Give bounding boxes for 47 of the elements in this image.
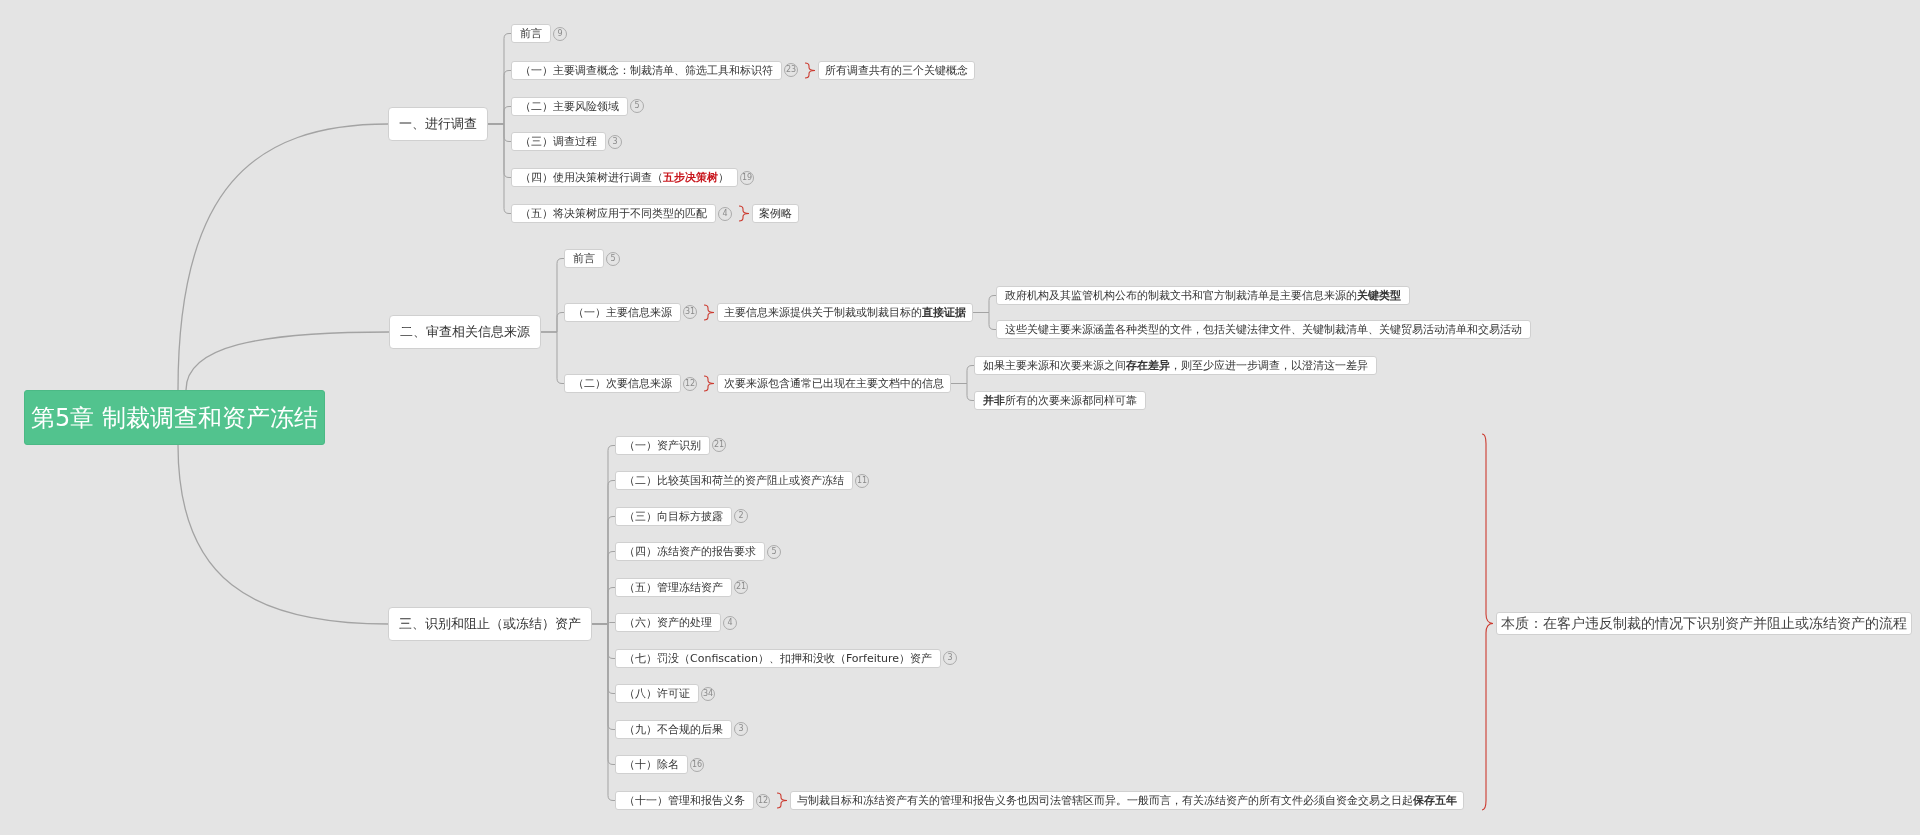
branch-line bbox=[185, 331, 390, 391]
summary-brace bbox=[703, 304, 715, 321]
topic-box: 一、进行调查 bbox=[388, 107, 488, 141]
connector-line bbox=[591, 623, 616, 801]
summary-brace bbox=[776, 792, 788, 809]
subtopic-box: （十）除名 bbox=[615, 755, 688, 774]
subtopic-box: （二）次要信息来源 bbox=[564, 374, 681, 393]
connector-line bbox=[540, 331, 565, 384]
connector-line bbox=[950, 383, 975, 401]
subtopic-box: （九）不合规的后果 bbox=[615, 719, 732, 739]
subtopic-box: （六）资产的处理 bbox=[615, 613, 721, 632]
summary-box: 所有调查共有的三个关键概念 bbox=[818, 60, 975, 80]
topic-box: 二、审查相关信息来源 bbox=[389, 314, 541, 349]
branch-line bbox=[177, 123, 389, 391]
subtopic-box: （八）许可证 bbox=[615, 684, 699, 703]
subtopic-box: （二）主要风险领域 bbox=[511, 96, 628, 116]
subtopic-box: 并非所有的次要来源都同样可靠 bbox=[974, 391, 1146, 410]
summary-box: 本质：在客户违反制裁的情况下识别资产并阻止或冻结资产的流程 bbox=[1496, 612, 1912, 635]
subtopic-box: （五）管理冻结资产 bbox=[615, 577, 732, 597]
subtopic-box: （四）使用决策树进行调查（五步决策树） bbox=[511, 168, 738, 187]
topic-box: 三、识别和阻止（或冻结）资产 bbox=[388, 606, 592, 641]
subtopic-box: 前言 bbox=[564, 249, 604, 268]
subtopic-box: 政府机构及其监管机构公布的制裁文书和官方制裁清单是主要信息来源的关键类型 bbox=[996, 286, 1410, 305]
summary-box: 案例略 bbox=[752, 204, 799, 223]
subtopic-box: 这些关键主要来源涵盖各种类型的文件，包括关键法律文件、关键制裁清单、关键贸易活动清单和交易活动 bbox=[996, 320, 1531, 339]
summary-brace bbox=[703, 375, 715, 392]
summary-box: 与制裁目标和冻结资产有关的管理和报告义务也因司法管辖区而异。一般而言，有关冻结资产的所有文件必须自资金交易之日起保存五年 bbox=[790, 791, 1464, 810]
subtopic-box: （五）将决策树应用于不同类型的匹配 bbox=[511, 204, 716, 223]
branch-line bbox=[177, 444, 389, 625]
subtopic-box: （一）主要信息来源 bbox=[564, 302, 681, 322]
central-topic-box: 第5章 制裁调查和资产冻结 bbox=[24, 390, 325, 445]
summary-box: 次要来源包含通常已出现在主要文档中的信息 bbox=[717, 374, 951, 393]
subtopic-box: （三）调查过程 bbox=[511, 132, 606, 151]
subtopic-box: 前言 bbox=[511, 24, 551, 43]
subtopic-box: （十一）管理和报告义务 bbox=[615, 791, 754, 810]
connector-line bbox=[487, 123, 512, 214]
subtopic-box: （四）冻结资产的报告要求 bbox=[615, 542, 765, 561]
subtopic-box: （一）主要调查概念：制裁清单、筛选工具和标识符 bbox=[511, 60, 782, 80]
summary-brace bbox=[804, 62, 816, 79]
connector-line bbox=[972, 312, 997, 330]
summary-brace bbox=[738, 205, 750, 222]
subtopic-box: （七）罚没（Confiscation）、扣押和没收（Forfeiture）资产 bbox=[615, 648, 942, 668]
subtopic-box: （二）比较英国和荷兰的资产阻止或资产冻结 bbox=[615, 471, 853, 490]
subtopic-box: 如果主要来源和次要来源之间存在差异，则至少应进一步调查，以澄清这一差异 bbox=[974, 356, 1377, 375]
subtopic-box: （三）向目标方披露 bbox=[615, 506, 732, 526]
summary-box: 主要信息来源提供关于制裁或制裁目标的直接证据 bbox=[717, 302, 973, 322]
subtopic-box: （一）资产识别 bbox=[615, 435, 710, 455]
